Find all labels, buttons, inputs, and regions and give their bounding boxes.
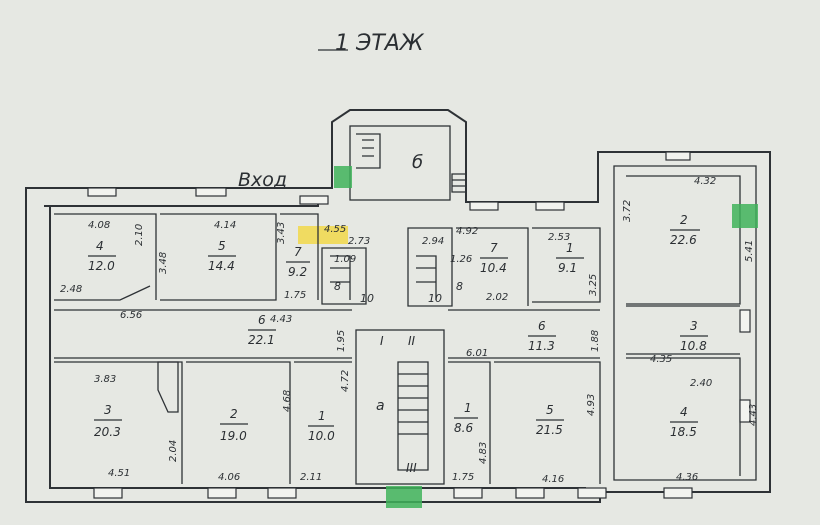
dimension-label: 1.95 (336, 330, 347, 352)
room-area: 20.3 (94, 425, 121, 439)
dimension-label: 4.35 (650, 354, 672, 365)
dimension-label: 4.92 (456, 226, 478, 237)
room-number: 7 (294, 245, 302, 259)
svg-text:10: 10 (360, 292, 374, 305)
dimension-label: 3.48 (158, 252, 169, 274)
room-area: 8.6 (454, 421, 473, 435)
dimension-label: 3.43 (276, 222, 287, 244)
room-number: 1 (464, 401, 472, 415)
dimension-label: 4.43 (748, 404, 759, 426)
room-number: 2 (230, 407, 238, 421)
room-area: 18.5 (670, 425, 697, 439)
room-number: 5 (546, 403, 554, 417)
dimension-label: 5.41 (744, 240, 755, 262)
room-number: 2 (680, 213, 688, 227)
svg-text:8: 8 (456, 280, 463, 293)
dimension-label: 3.72 (622, 200, 633, 222)
dimension-label: 4.32 (694, 176, 716, 187)
stair-tower-label: б (412, 152, 423, 173)
dimension-label: 2.11 (300, 472, 322, 483)
dimension-label: 6.56 (120, 310, 142, 321)
svg-text:III: III (406, 461, 417, 475)
dimension-label: 2.04 (168, 440, 179, 462)
room-labels: 4 12.0 5 14.4 7 9.2 7 10.4 1 9.1 2 22.6 … (88, 213, 708, 443)
room-number: 3 (104, 403, 112, 417)
room-area: 10.0 (308, 429, 335, 443)
dimension-labels: 4.08 2.10 3.48 4.14 3.43 4.552.73 2.94 4.92 2.53… (60, 176, 759, 485)
room-number: 3 (690, 319, 698, 333)
dimension-label: 2.53 (548, 232, 570, 243)
svg-text:10: 10 (428, 292, 442, 305)
dimension-label: 4.36 (676, 472, 698, 483)
entrance-marker-east (732, 204, 758, 228)
highlight-mark (298, 226, 348, 244)
room-number: 6 (258, 313, 266, 327)
dimension-label: 4.08 (88, 220, 110, 231)
room-area: 11.3 (528, 339, 555, 353)
entrance-marker-top (334, 166, 352, 188)
entrance-label: Вход (238, 169, 287, 191)
room-number: 4 (96, 239, 104, 253)
room-number: 7 (490, 241, 498, 255)
room-number: 4 (680, 405, 688, 419)
dimension-label: 1.26 (450, 254, 472, 265)
dimension-label: 1.88 (590, 330, 601, 352)
svg-text:8: 8 (334, 280, 341, 293)
room-area: 22.6 (670, 233, 697, 247)
room-number: 1 (318, 409, 326, 423)
dimension-label: 2.02 (486, 292, 508, 303)
dimension-label: 2.10 (134, 224, 145, 246)
dimension-label: 4.51 (108, 468, 130, 479)
dimension-label: 4.14 (214, 220, 236, 231)
dimension-label: 2.40 (690, 378, 712, 389)
room-area: 21.5 (536, 423, 563, 437)
stair-marks: I II III а (376, 334, 417, 475)
svg-text:I: I (380, 334, 384, 348)
dimension-label: 4.55 (324, 224, 346, 235)
dimension-label: 4.06 (218, 472, 240, 483)
room-area: 9.2 (288, 265, 307, 279)
dimension-label: 2.48 (60, 284, 82, 295)
room-area: 10.4 (480, 261, 507, 275)
room-number: 6 (538, 319, 546, 333)
dimension-label: 4.93 (586, 394, 597, 416)
room-area: 19.0 (220, 429, 247, 443)
room-number: 1 (566, 241, 574, 255)
dimension-label: 3.83 (94, 374, 116, 385)
floor-title: 1 ЭТАЖ (335, 31, 425, 56)
small-room-labels: 8 10 8 10 (334, 280, 463, 305)
dimension-label: 4.72 (340, 370, 351, 392)
room-area: 12.0 (88, 259, 115, 273)
dimension-label: 4.43 (270, 314, 292, 325)
windows (87, 151, 751, 499)
dimension-label: 1.75 (284, 290, 306, 301)
room-number: 5 (218, 239, 226, 253)
svg-text:а: а (376, 398, 385, 414)
entrance-marker-bottom (386, 486, 422, 508)
room-area: 22.1 (248, 333, 275, 347)
dimension-label: 1.75 (452, 472, 474, 483)
dimension-label: 3.25 (588, 274, 599, 296)
dimension-label: 6.01 (466, 348, 488, 359)
exterior-wall (25, 109, 771, 503)
svg-text:II: II (408, 334, 416, 348)
dimension-label: 4.68 (282, 390, 293, 412)
dimension-label: 1.09 (334, 254, 356, 265)
room-area: 9.1 (558, 261, 577, 275)
room-area: 14.4 (208, 259, 235, 273)
dimension-label: 2.94 (422, 236, 444, 247)
dimension-label: 2.73 (348, 236, 370, 247)
room-area: 10.8 (680, 339, 707, 353)
dimension-label: 4.16 (542, 474, 564, 485)
dimension-label: 4.83 (478, 442, 489, 464)
